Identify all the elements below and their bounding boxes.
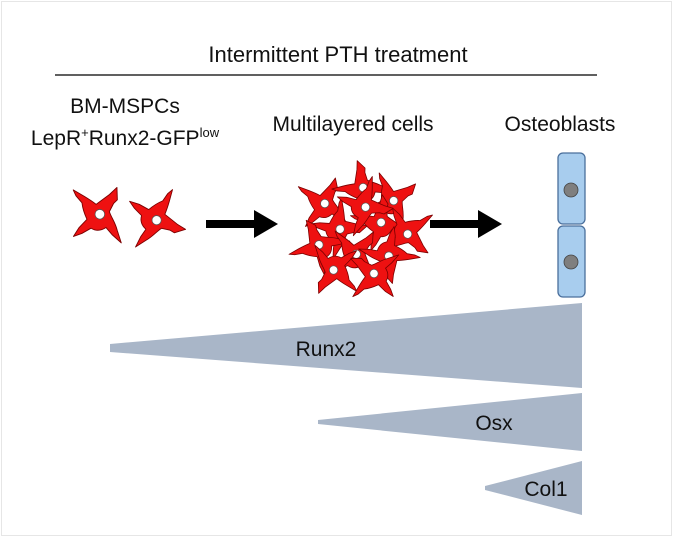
- col1-expression-wedge: [485, 461, 582, 515]
- runx2-expression-wedge: [110, 303, 582, 388]
- arrow-right-icon: [430, 210, 502, 238]
- osx-expression-wedge: [318, 393, 582, 451]
- osx-label: Osx: [475, 412, 513, 435]
- stage1-label-sup-plus: +: [81, 125, 89, 140]
- stage1-label-sup-low: low: [200, 125, 220, 140]
- stage1-label-lepr: LepR: [31, 127, 81, 150]
- osteoblast-stack: [557, 152, 586, 298]
- runx2-label: Runx2: [296, 338, 357, 361]
- arrow-right-icon: [206, 210, 278, 238]
- figure-title: Intermittent PTH treatment: [208, 42, 467, 67]
- col1-label: Col1: [524, 478, 567, 501]
- stage1-label-runx2: Runx2-GFP: [89, 127, 200, 150]
- stage1-label-line2: LepR+Runx2-GFPlow: [31, 125, 220, 150]
- stage2-label: Multilayered cells: [272, 113, 433, 136]
- stage3-label: Osteoblasts: [505, 113, 616, 136]
- figure-border: [1, 1, 672, 536]
- stage1-label-line1: BM-MSPCs: [70, 95, 180, 118]
- osteoblast-icon: [557, 225, 586, 298]
- osteoblast-icon: [557, 152, 586, 225]
